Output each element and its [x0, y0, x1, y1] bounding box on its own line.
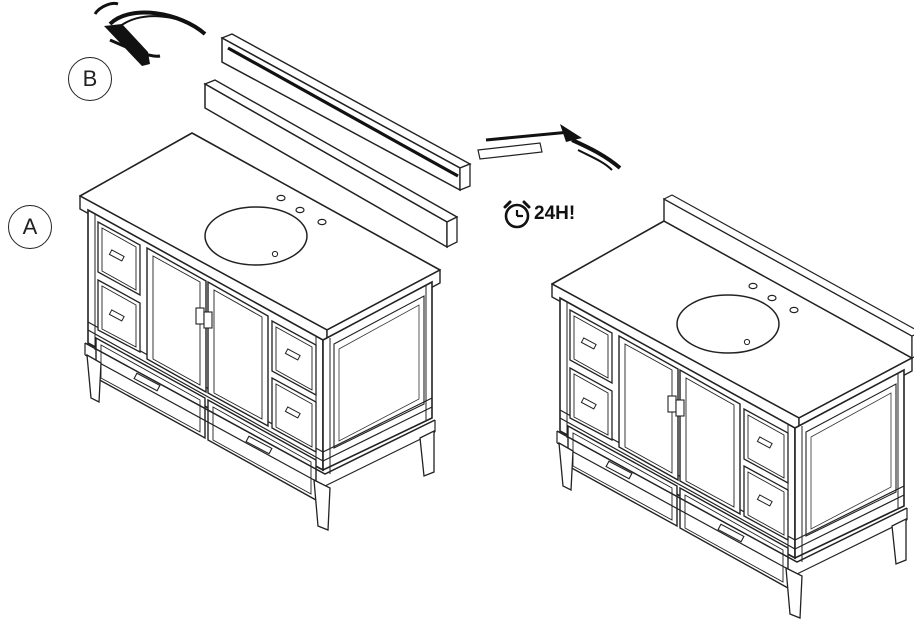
callout-b: B	[68, 57, 112, 101]
placement-arrow-icon	[485, 124, 622, 171]
vanity-assembled	[551, 194, 914, 619]
rotate-arrow-icon	[93, 2, 207, 66]
callout-b-label: B	[82, 66, 98, 91]
callout-a-label: A	[22, 214, 38, 239]
top-piece-flipping	[220, 33, 543, 192]
callout-a: A	[8, 205, 52, 249]
wait-note: 24H!	[534, 203, 575, 225]
wait-time-label: 24H!	[534, 203, 576, 224]
backsplash-panel	[203, 79, 459, 249]
alarm-clock-icon	[503, 200, 531, 229]
